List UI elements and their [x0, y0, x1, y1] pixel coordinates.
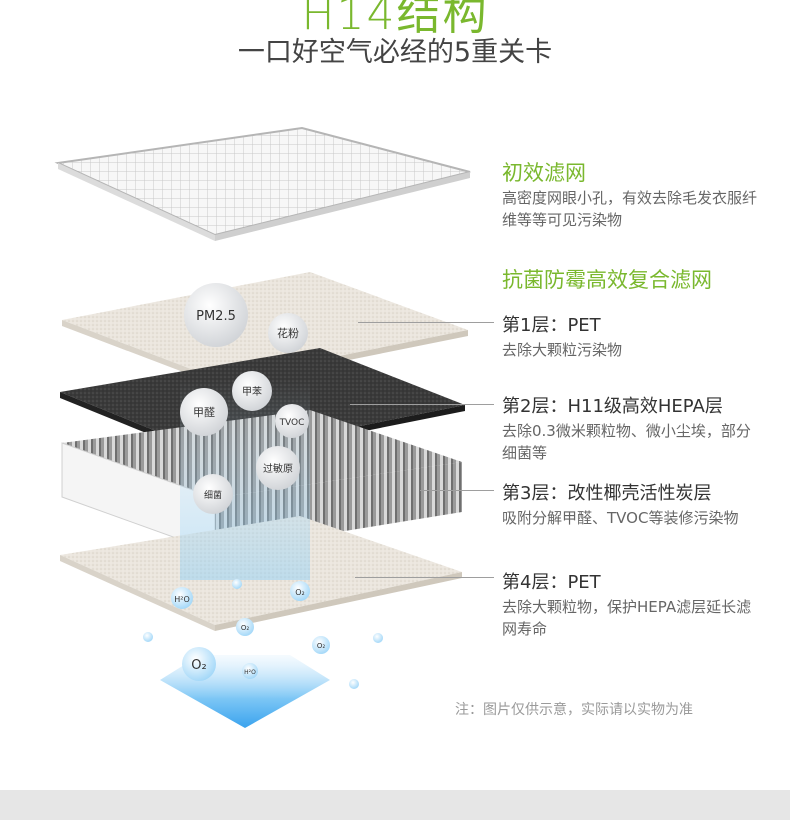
pollutant-bubble-bacteria: 细菌 — [193, 474, 233, 514]
layer-1-desc: 去除大颗粒污染物 — [502, 341, 623, 359]
pollutant-bubble-pollen: 花粉 — [268, 313, 308, 353]
bottom-band — [0, 790, 790, 820]
layer-2-title: 第2层：H11级高效HEPA层 — [502, 396, 723, 417]
svg-text:O₂: O₂ — [295, 588, 305, 597]
svg-text:O₂: O₂ — [241, 624, 250, 632]
molecule-o2: O₂ — [312, 636, 330, 654]
pre-filter-desc: 高密度网眼小孔，有效去除毛发衣服纤维等等可见污染物 — [502, 189, 758, 229]
leader-line-layer-2 — [350, 404, 494, 405]
svg-text:甲醛: 甲醛 — [193, 405, 215, 419]
layer-3-desc: 吸附分解甲醛、TVOC等装修污染物 — [502, 509, 739, 527]
svg-text:O₂: O₂ — [317, 642, 326, 650]
pre-filter-title: 初效滤网 — [502, 161, 586, 185]
molecule-h2o: H²O — [242, 663, 258, 679]
pollutant-bubble-allergen: 过敏原 — [256, 446, 300, 490]
filter-stack-illustration: PM2.5 花粉 甲苯 甲醛 TVOC 过敏原 细菌 H²O O₂ O₂ O₂ — [54, 126, 471, 728]
page-hero-title: H14结构 — [301, 0, 489, 40]
svg-text:O₂: O₂ — [191, 658, 206, 673]
layer-3-title: 第3层：改性椰壳活性炭层 — [502, 483, 712, 504]
page-subtitle: 一口好空气必经的5重关卡 — [237, 37, 553, 68]
svg-text:PM2.5: PM2.5 — [196, 309, 236, 324]
svg-text:细菌: 细菌 — [204, 489, 222, 501]
molecule-n2 — [143, 579, 383, 689]
pre-filter-mesh — [54, 126, 471, 241]
composite-filter-title: 抗菌防霉高效复合滤网 — [502, 268, 712, 292]
pollutant-bubble-pm25: PM2.5 — [184, 283, 248, 347]
molecule-o2-large: O₂ — [182, 647, 216, 681]
layer-4-desc: 去除大颗粒物，保护HEPA滤层延长滤网寿命 — [502, 598, 752, 638]
pollutant-bubble-formaldehyde: 甲醛 — [180, 388, 228, 436]
svg-text:过敏原: 过敏原 — [263, 462, 293, 475]
leader-line-layer-4 — [355, 577, 494, 578]
molecule-h2o: H²O — [171, 587, 193, 609]
layer-1-title: 第1层：PET — [502, 315, 601, 336]
svg-text:TVOC: TVOC — [279, 418, 305, 428]
svg-text:花粉: 花粉 — [277, 327, 299, 340]
leader-line-layer-3 — [420, 490, 494, 491]
svg-text:H²O: H²O — [174, 595, 190, 604]
molecule-o2: O₂ — [290, 581, 310, 601]
molecule-o2: O₂ — [236, 618, 254, 636]
svg-text:甲苯: 甲苯 — [242, 385, 262, 398]
svg-text:H²O: H²O — [244, 669, 256, 676]
disclaimer-note: 注：图片仅供示意，实际请以实物为准 — [455, 702, 693, 718]
pollutant-bubble-tvoc: TVOC — [275, 404, 309, 438]
layer-4-title: 第4层：PET — [502, 572, 601, 593]
leader-line-layer-1 — [358, 322, 494, 323]
layer-2-desc: 去除0.3微米颗粒物、微小尘埃，部分细菌等 — [502, 422, 751, 462]
pollutant-bubble-benzene: 甲苯 — [232, 371, 272, 411]
